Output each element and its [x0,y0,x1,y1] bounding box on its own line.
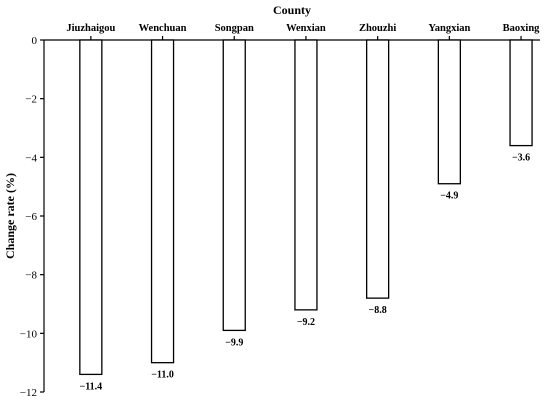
y-tick-label: −10 [20,328,38,340]
bar [79,39,103,376]
bar [294,39,318,311]
y-axis-ticks: 0 −2 −4 −6 −8 −10 −12 [20,35,44,399]
y-tick-label: −12 [20,387,37,399]
category-label: Songpan [215,23,254,34]
bar [437,39,462,185]
bar [222,39,246,332]
category-labels: Jiuzhaigou Wenchuan Songpan Wenxian Zhouzhi Y… [66,23,540,40]
bar [365,39,390,299]
y-axis-title: Change rate (%) [3,173,17,259]
category-label: Wenchuan [139,23,187,34]
y-tick-label: −4 [25,152,37,164]
category-label: Yangxian [428,23,470,34]
data-label: −9.9 [225,337,243,348]
data-label: −11.4 [80,381,103,392]
data-label: −11.0 [151,370,174,381]
data-label: −4.9 [440,191,458,202]
category-label: Jiuzhaigou [66,23,115,34]
data-label: −8.8 [369,305,387,316]
category-label: Zhouzhi [359,23,396,34]
y-tick-label: −2 [25,94,37,106]
x-axis-title: County [273,3,311,17]
category-label: Wenxian [286,23,326,34]
y-tick-label: 0 [32,35,38,47]
data-label: −9.2 [297,317,315,328]
bars [79,39,533,376]
data-label: −3.6 [512,153,530,164]
data-labels: −11.4 −11.0 −9.9 −9.2 −8.8 −4.9 −3.6 [80,153,531,393]
bar [150,39,175,364]
y-tick-label: −8 [25,270,37,282]
category-label: Baoxing [503,23,541,34]
bar [509,39,533,147]
y-tick-label: −6 [25,211,37,223]
